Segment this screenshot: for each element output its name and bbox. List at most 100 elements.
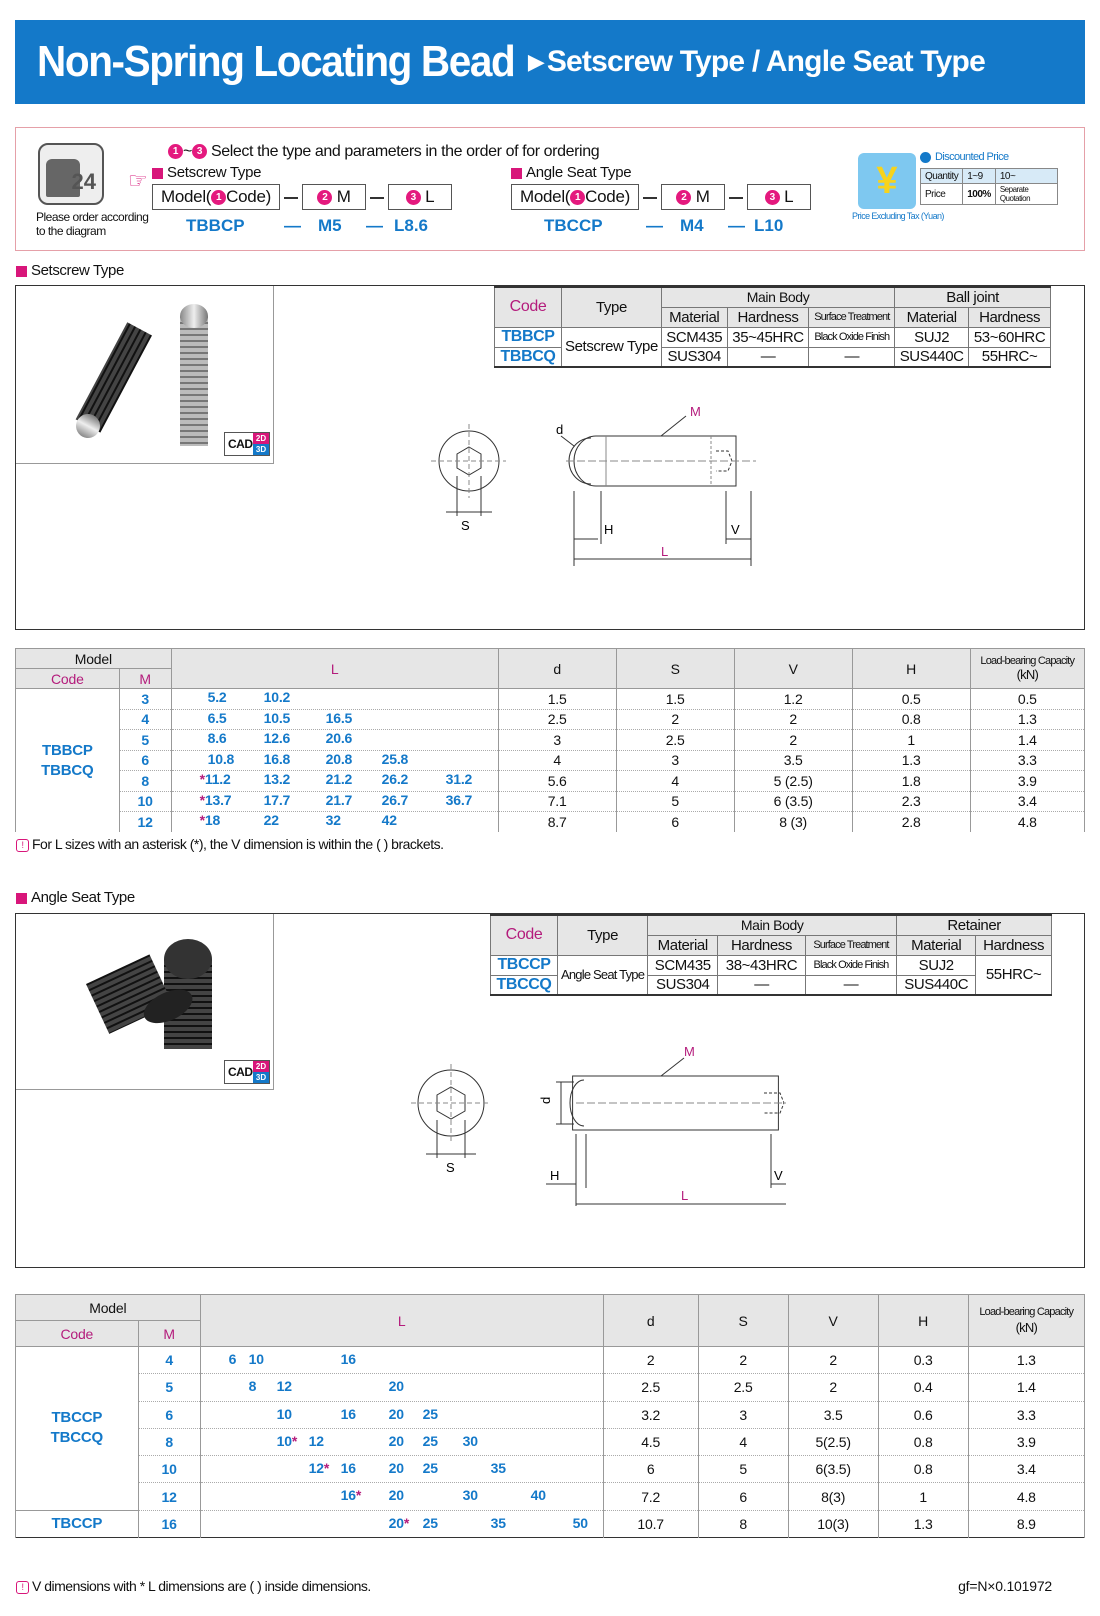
h-cell: 0.6 xyxy=(877,1400,969,1429)
angle-technical-drawing: d M S H V L xyxy=(411,1046,786,1206)
l-value: *18 xyxy=(199,812,221,828)
m-cell: 8 xyxy=(137,1427,201,1456)
angle-footnote: !V dimensions with * L dimensions are ( … xyxy=(16,1578,371,1594)
d-cell: 8.7 xyxy=(497,811,617,832)
v-cell: 1.2 xyxy=(733,688,853,709)
l-value: 31.2 xyxy=(445,771,473,787)
l-value: 12.6 xyxy=(263,730,291,746)
h-cell: 2.3 xyxy=(851,790,971,812)
s-cell: 3 xyxy=(697,1400,789,1429)
angle-section-title: Angle Seat Type xyxy=(16,889,135,906)
arrow-icon: ▶ xyxy=(527,49,545,74)
l-value: 25.8 xyxy=(381,750,409,767)
order-m-box: 2 M xyxy=(302,184,366,210)
load-cell: 3.4 xyxy=(967,1455,1086,1483)
m-cell: 12 xyxy=(137,1482,201,1511)
dim-d-label: d xyxy=(556,422,563,437)
s-cell: 8 xyxy=(697,1509,789,1538)
l-value: 25 xyxy=(422,1514,438,1531)
l-value: 30 xyxy=(462,1432,478,1449)
h-cell: 0.3 xyxy=(877,1345,969,1374)
load-cell: 3.4 xyxy=(969,790,1086,812)
l-value: 12 xyxy=(308,1432,324,1449)
discount-price-box: ¥ Price Excluding Tax (Yuan) Discounted … xyxy=(852,151,1059,231)
d-cell: 3.2 xyxy=(602,1400,699,1429)
v-cell: 3.5 xyxy=(787,1400,879,1429)
dim-v-label: V xyxy=(731,522,740,537)
load-cell: 0.5 xyxy=(969,688,1086,709)
v-cell: 2 xyxy=(787,1345,879,1374)
l-value: 10.5 xyxy=(263,709,291,726)
l-value: 20 xyxy=(388,1460,404,1477)
l-value: 20 xyxy=(388,1378,404,1395)
l-value: 13.2 xyxy=(263,771,291,787)
v-cell: 5(2.5) xyxy=(787,1427,879,1456)
l-value: 26.2 xyxy=(381,771,409,787)
dim-s-label: S xyxy=(461,518,470,533)
order-angle-m-value: M4 xyxy=(680,216,704,235)
order-setscrew-label: Setscrew Type xyxy=(152,164,262,181)
page-header: Non-Spring Locating Bead ▶ Setscrew Type… xyxy=(15,20,1085,104)
l-value: 20.6 xyxy=(325,730,353,746)
setscrew-image xyxy=(75,304,208,446)
l-value: 21.2 xyxy=(325,771,353,787)
l-value: *11.2 xyxy=(199,771,231,787)
order-instruction: 1~3 Select the type and parameters in th… xyxy=(168,143,600,161)
l-values-cell: *11.2 13.2 21.2 26.2 31.2 xyxy=(170,770,499,791)
s-cell: 2 xyxy=(615,708,735,730)
dim-s-label: S xyxy=(446,1160,455,1175)
dim-v-label: V xyxy=(774,1168,783,1183)
l-value: 20 xyxy=(388,1487,404,1504)
l-value: 36.7 xyxy=(445,791,473,808)
dim-d-label: d xyxy=(538,1097,553,1104)
l-value: 16 xyxy=(340,1460,356,1477)
order-m-value: M5 xyxy=(318,216,342,235)
l-value: 35 xyxy=(490,1514,506,1531)
l-value: 16.8 xyxy=(263,750,291,767)
s-cell: 6 xyxy=(615,811,735,832)
load-cell: 1.3 xyxy=(969,708,1086,730)
dim-l-label: L xyxy=(661,544,668,559)
l-value: 42 xyxy=(381,812,397,828)
l-value: 32 xyxy=(325,812,341,828)
s-cell: 6 xyxy=(697,1482,789,1511)
d-cell: 7.2 xyxy=(602,1482,699,1511)
h-cell: 0.4 xyxy=(877,1373,969,1402)
l-value: 25 xyxy=(422,1405,438,1422)
l-value: 40 xyxy=(530,1487,546,1504)
l-value: 22 xyxy=(263,812,279,828)
m-cell: 6 xyxy=(137,1400,201,1429)
h-cell: 1.3 xyxy=(851,749,971,771)
order-angle-l-box: 3 L xyxy=(747,184,811,210)
l-value: 26.7 xyxy=(381,791,409,808)
m-cell: 5 xyxy=(118,729,172,750)
h-cell: 0.8 xyxy=(877,1455,969,1483)
l-value: 30 xyxy=(462,1487,478,1504)
d-cell: 2.5 xyxy=(497,708,617,730)
m-cell: 12 xyxy=(118,811,172,832)
d-cell: 4 xyxy=(497,749,617,771)
phone-24-icon: 24 xyxy=(38,143,104,205)
l-value: 21.7 xyxy=(325,791,353,808)
l-value: 16 xyxy=(340,1351,356,1367)
s-cell: 5 xyxy=(697,1455,789,1483)
s-cell: 5 xyxy=(615,790,735,812)
l-value: 8.6 xyxy=(207,730,227,746)
d-cell: 4.5 xyxy=(602,1427,699,1456)
setscrew-spec-table: Code Type Main Body Ball joint Material … xyxy=(494,286,1051,368)
l-value: 10.2 xyxy=(263,689,291,705)
l-value: 50 xyxy=(572,1514,588,1531)
h-cell: 1 xyxy=(877,1482,969,1511)
l-value: 17.7 xyxy=(263,791,291,808)
